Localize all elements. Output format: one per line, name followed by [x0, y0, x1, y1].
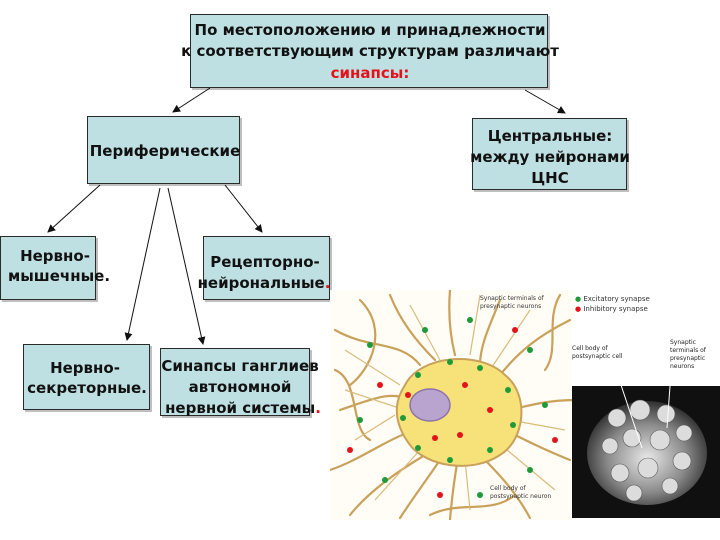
legend-terminals-line: Synaptic terminals of [480, 295, 545, 302]
title-line1: По местоположению и принадлежности [140, 20, 600, 40]
electron-micrograph: Cell body of postsynaptic cell Synaptic … [572, 318, 720, 518]
svg-text:presynaptic neurons: presynaptic neurons [480, 303, 541, 310]
ganglia-line2: автономной [165, 377, 315, 397]
neuron-synapse-illustration: Synaptic terminals of presynaptic neuron… [330, 290, 575, 520]
svg-text:presynaptic: presynaptic [670, 355, 705, 362]
nucleus [410, 389, 450, 421]
title-line3: синапсы: [320, 63, 420, 83]
neuromuscular-line2: мышечные. [0, 266, 124, 286]
ganglia-line1: Синапсы ганглиев [135, 356, 345, 376]
arrow-peripheral-to-neurosecretory [127, 188, 160, 340]
neurosecretory-line1: Нервно- [30, 358, 140, 378]
svg-text:Synaptic: Synaptic [670, 339, 696, 346]
svg-text:postsynaptic cell: postsynaptic cell [572, 353, 623, 360]
ganglia-line3: нервной системы. [138, 398, 348, 418]
central-line1: Центральные: [450, 126, 650, 146]
central-line2: между нейронами [440, 147, 660, 167]
svg-text:Cell body of: Cell body of [572, 345, 609, 352]
arrow-peripheral-to-receptor [225, 185, 262, 232]
central-line3: ЦНС [500, 168, 600, 188]
neurosecretory-line2: секреторные. [12, 378, 162, 398]
svg-text:neurons: neurons [670, 363, 694, 370]
arrow-peripheral-to-neuromuscular [48, 185, 100, 232]
receptor-line1: Рецепторно- [190, 252, 340, 272]
peripheral-label: Периферические [60, 141, 270, 161]
neuromuscular-line1: Нервно- [0, 246, 110, 266]
arrow-title-to-peripheral [173, 88, 210, 112]
legend-excitatory: ● Excitatory synapse [575, 294, 715, 304]
arrow-title-to-central [525, 90, 565, 113]
title-line2: к соответствующим структурам различают [120, 41, 620, 61]
legend-inhibitory: ● Inhibitory synapse [575, 304, 715, 314]
cell-body-caption: Cell body of [490, 485, 527, 492]
receptor-line2: нейрональные. [176, 273, 352, 293]
legend-panel: ● Excitatory synapse ● Inhibitory synaps… [575, 294, 715, 314]
svg-text:postsynaptic neuron: postsynaptic neuron [490, 493, 551, 500]
svg-text:terminals of: terminals of [670, 347, 707, 354]
